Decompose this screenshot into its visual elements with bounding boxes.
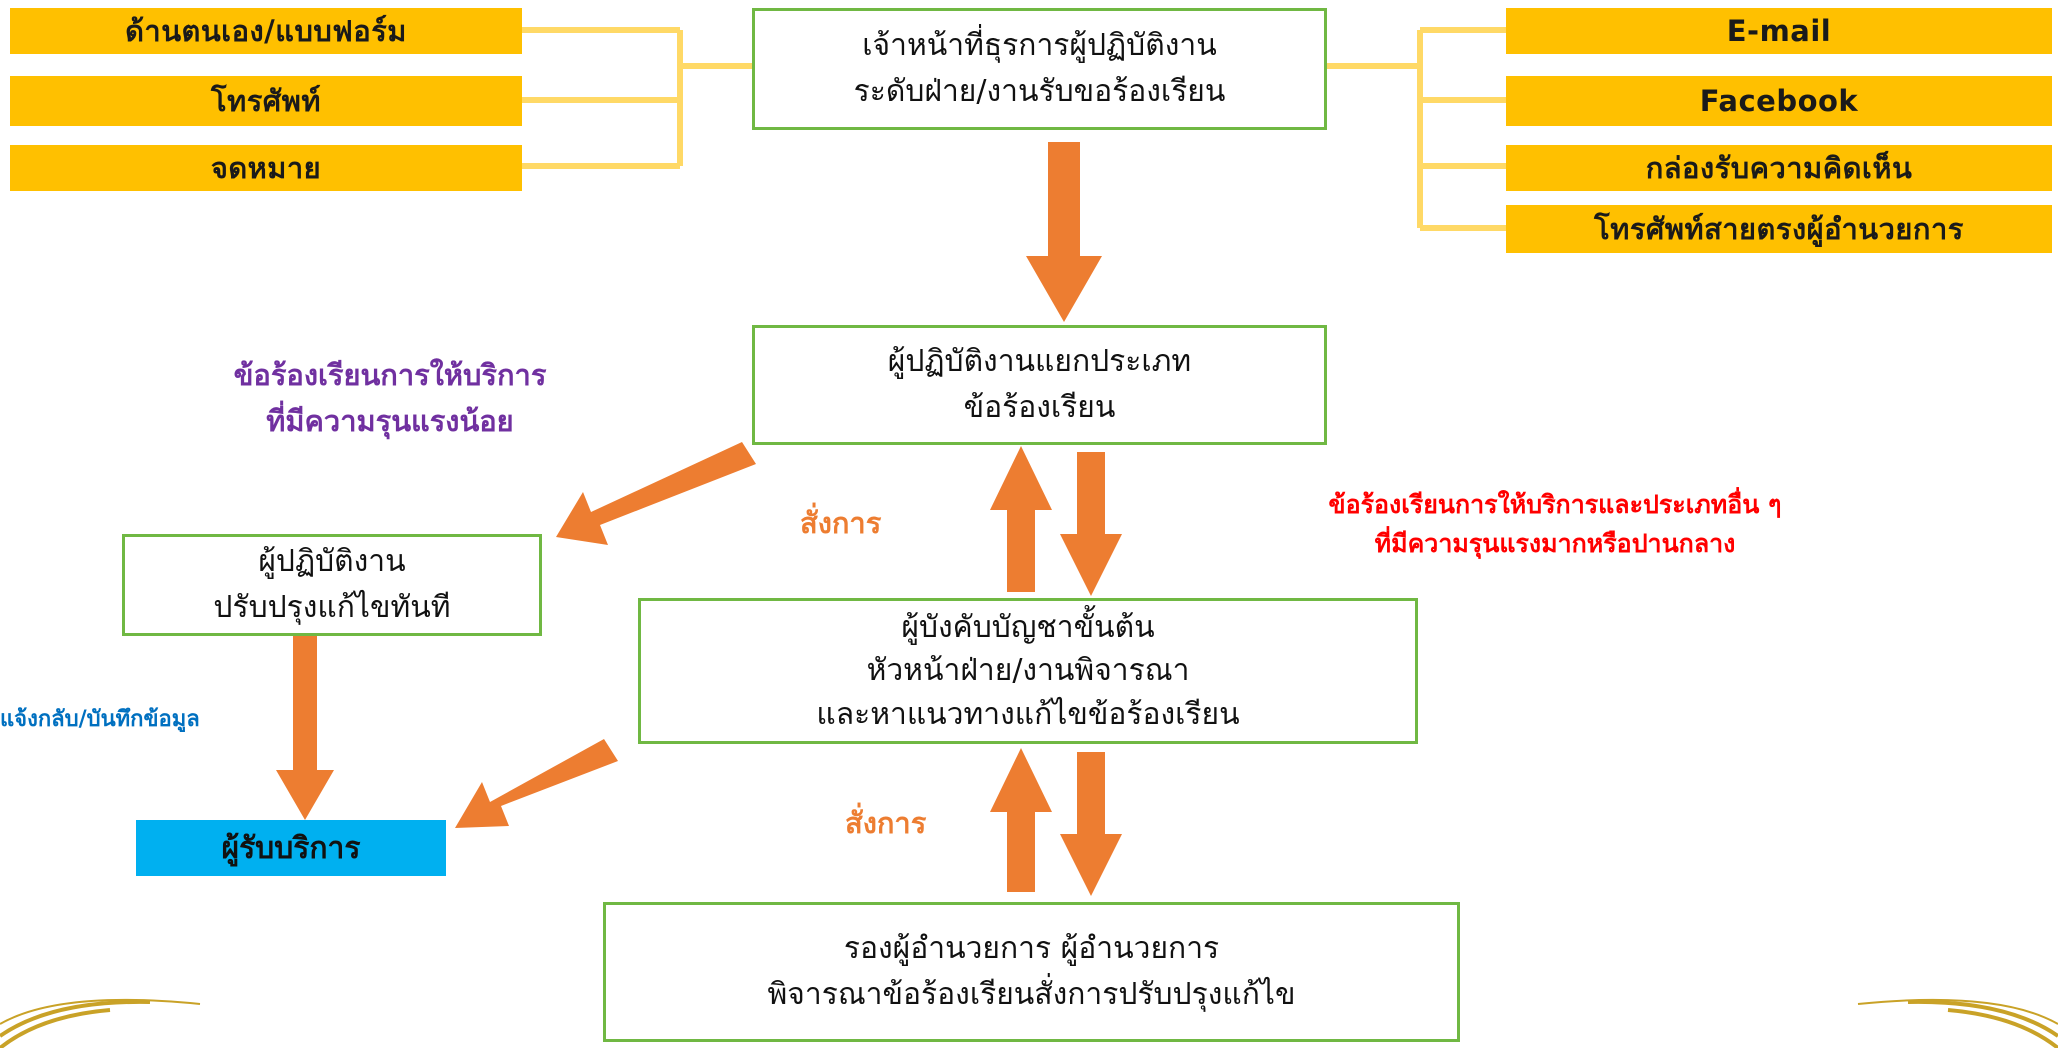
label-minor-complaint: ข้อร้องเรียนการให้บริการ ที่มีความรุนแรง… xyxy=(140,352,640,445)
box-intake-line-2: ระดับฝ่าย/งานรับขอร้องเรียน xyxy=(853,74,1226,109)
box-classify-line-2: ข้อร้องเรียน xyxy=(963,390,1116,425)
label-major-line-1: ข้อร้องเรียนการให้บริการและประเภทอื่น ๆ xyxy=(1328,490,1782,519)
channel-director-hotline: โทรศัพท์สายตรงผู้อำนวยการ xyxy=(1506,205,2052,253)
label-order-1: สั่งการ xyxy=(800,506,882,540)
left-channel-connector xyxy=(522,27,752,169)
box-classify-line-1: ผู้ปฏิบัติงานแยกประเภท xyxy=(887,343,1192,379)
arrow-down-director xyxy=(1060,752,1122,896)
box-classify: ผู้ปฏิบัติงานแยกประเภท ข้อร้องเรียน xyxy=(752,325,1327,445)
corner-ornament-right xyxy=(1857,998,2058,1048)
label-major-line-2: ที่มีความรุนแรงมากหรือปานกลาง xyxy=(1374,528,1736,558)
channel-facebook: Facebook xyxy=(1506,76,2052,126)
label-major-complaint: ข้อร้องเรียนการให้บริการและประเภทอื่น ๆ … xyxy=(1195,486,1915,564)
channel-letter: จดหมาย xyxy=(10,145,522,191)
arrow-down-major xyxy=(1060,452,1122,596)
channel-email: E-mail xyxy=(1506,8,2052,54)
box-supervisor: ผู้บังคับบัญชาขั้นต้น หัวหน้าฝ่าย/งานพิจ… xyxy=(638,598,1418,744)
arrow-down-report xyxy=(276,636,334,820)
channel-comment-box: กล่องรับความคิดเห็น xyxy=(1506,145,2052,191)
box-director: รองผู้อำนวยการ ผู้อำนวยการ พิจารณาข้อร้อ… xyxy=(603,902,1460,1042)
channel-phone: โทรศัพท์ xyxy=(10,76,522,126)
corner-ornament-left xyxy=(0,998,201,1048)
box-intake-officer: เจ้าหน้าที่ธุรการผู้ปฏิบัติงาน ระดับฝ่าย… xyxy=(752,8,1327,130)
arrow-diag-minor xyxy=(556,442,756,545)
arrow-up-order-1 xyxy=(990,446,1052,592)
box-intake-line-1: เจ้าหน้าที่ธุรการผู้ปฏิบัติงาน xyxy=(862,27,1217,63)
box-supervisor-line-2: หัวหน้าฝ่าย/งานพิจารณา xyxy=(866,653,1190,689)
box-fix-line-2: ปรับปรุงแก้ไขทันที xyxy=(213,590,451,625)
box-fix-line-1: ผู้ปฏิบัติงาน xyxy=(258,543,406,579)
box-director-line-1: รองผู้อำนวยการ ผู้อำนวยการ xyxy=(843,930,1220,966)
label-order-2: สั่งการ xyxy=(845,806,927,840)
label-minor-line-2: ที่มีความรุนแรงน้อย xyxy=(266,404,514,439)
label-report-back: แจ้งกลับ/บันทึกข้อมูล xyxy=(0,707,200,732)
box-immediate-fix: ผู้ปฏิบัติงาน ปรับปรุงแก้ไขทันที xyxy=(122,534,542,636)
arrow-diag-service xyxy=(455,739,618,828)
label-minor-line-1: ข้อร้องเรียนการให้บริการ xyxy=(233,358,547,392)
right-channel-connector xyxy=(1327,27,1506,231)
arrow-up-order-2 xyxy=(990,748,1052,892)
box-supervisor-line-1: ผู้บังคับบัญชาขั้นต้น xyxy=(901,609,1155,645)
box-director-line-2: พิจารณาข้อร้องเรียนสั่งการปรับปรุงแก้ไข xyxy=(767,977,1296,1012)
channel-in-person: ด้านตนเอง/แบบฟอร์ม xyxy=(10,8,522,54)
box-service-recipient: ผู้รับบริการ xyxy=(136,820,446,876)
arrow-down-intake xyxy=(1026,142,1102,322)
box-supervisor-line-3: และหาแนวทางแก้ไขข้อร้องเรียน xyxy=(816,696,1240,732)
